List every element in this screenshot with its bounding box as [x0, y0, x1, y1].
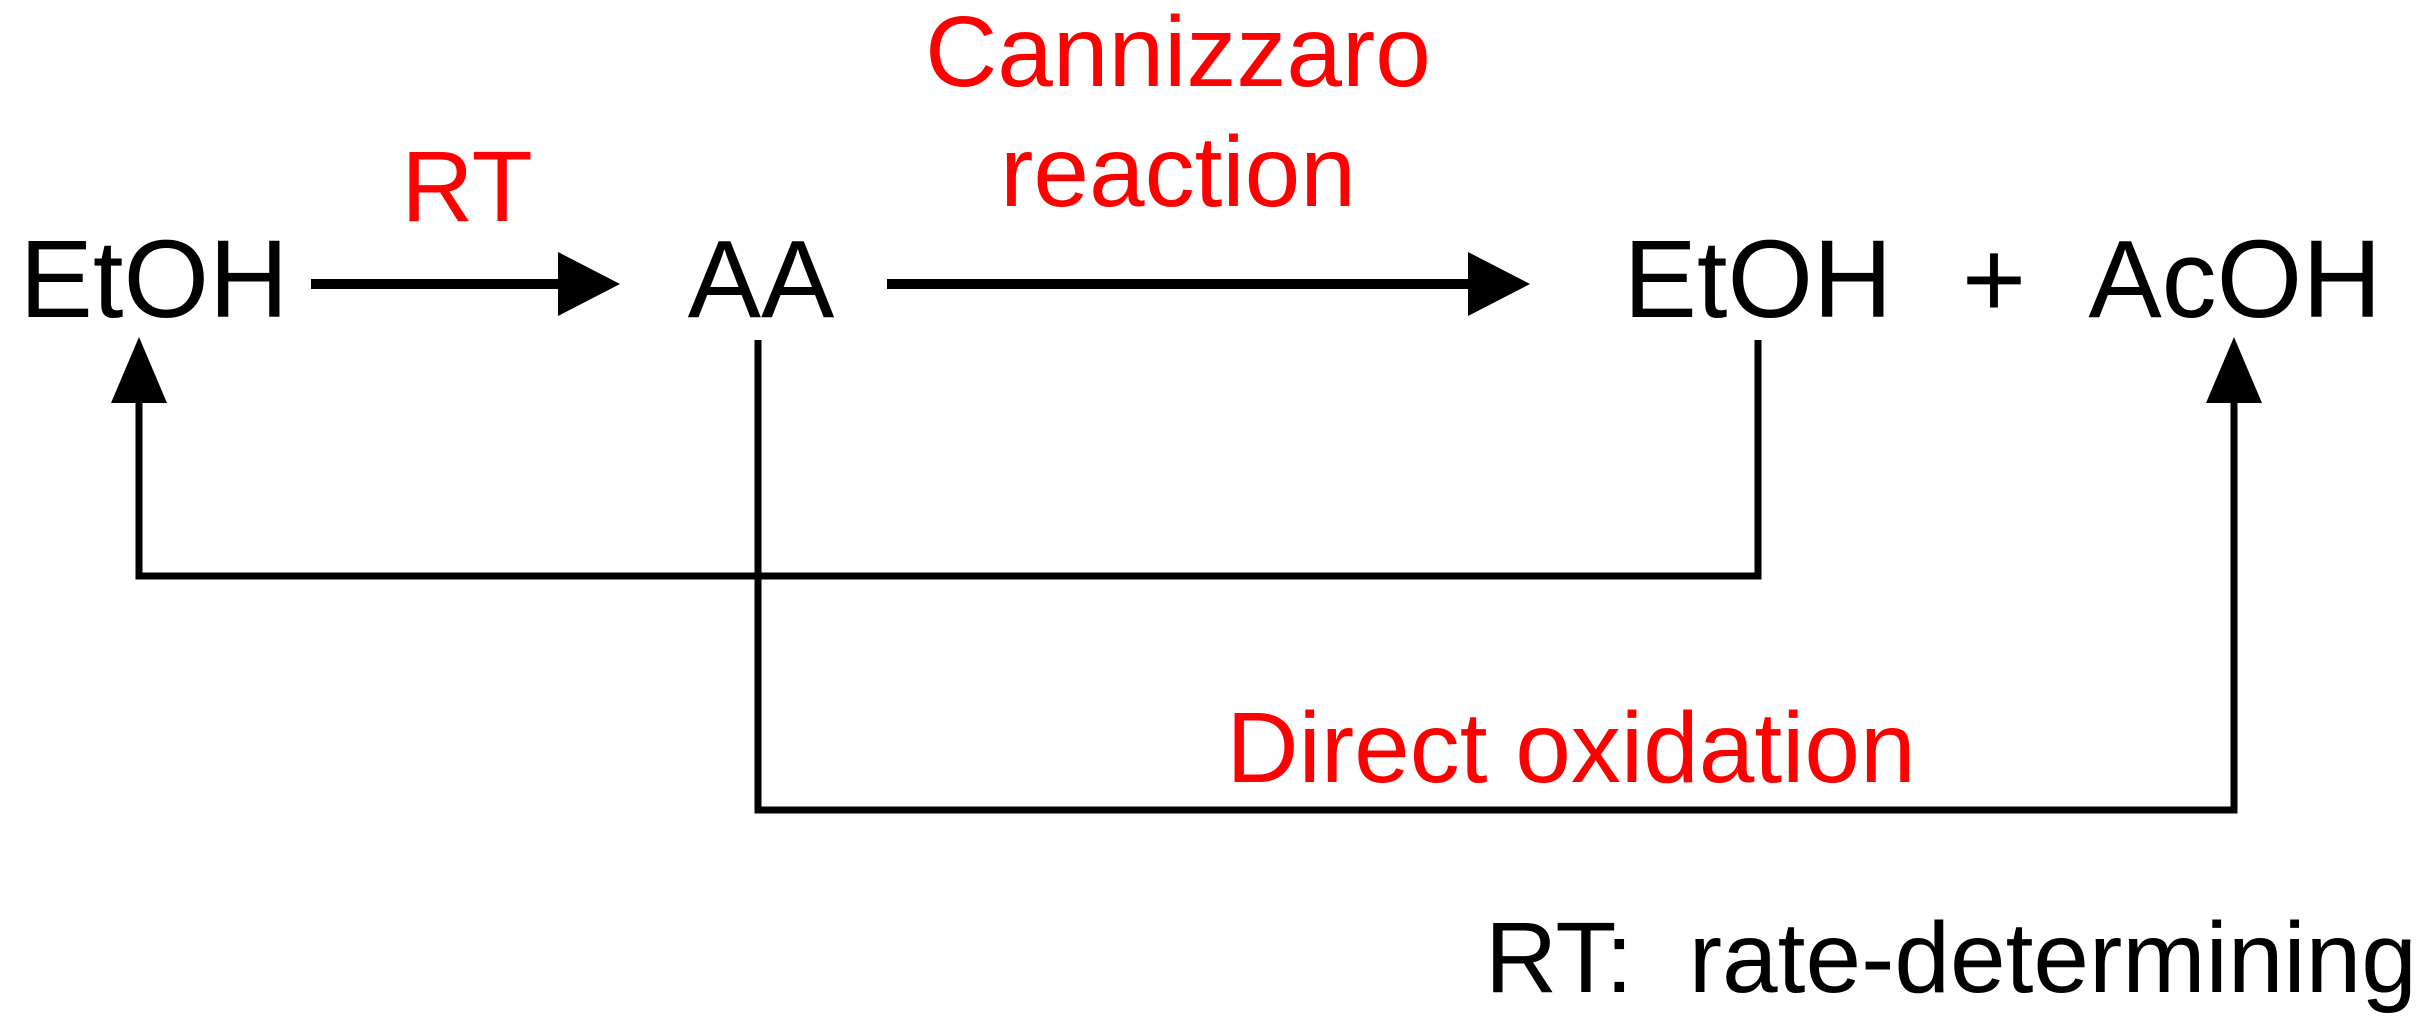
direct-oxidation-loop-arrowhead — [2206, 337, 2262, 403]
forward-arrow-aa-to-products-head — [1468, 252, 1530, 316]
recycle-loop-etoh-arrowhead — [111, 337, 167, 403]
direct-oxidation-label: Direct oxidation — [1226, 692, 1916, 804]
cannizzaro-label-line1: Cannizzaro — [925, 0, 1431, 108]
rt-arrow-label: RT — [401, 131, 533, 243]
cannizzaro-label-line2: reaction — [1000, 116, 1356, 228]
rt-legend-text: RT: rate-determining — [1485, 902, 2417, 1014]
plus-sign: + — [1961, 218, 2027, 341]
forward-arrow-aa-to-products — [887, 252, 1530, 316]
recycle-loop-etoh-path — [135, 340, 1762, 580]
species-aa-intermediate: AA — [687, 218, 835, 341]
species-etoh-reactant: EtOH — [19, 218, 289, 341]
direct-oxidation-loop-path — [754, 340, 2238, 814]
species-acoh-product: AcOH — [2088, 218, 2382, 341]
direct-oxidation-loop-arrow — [754, 337, 2262, 814]
forward-arrow-etoh-to-aa-head — [558, 252, 620, 316]
species-etoh-product: EtOH — [1623, 218, 1893, 341]
forward-arrow-etoh-to-aa — [311, 252, 620, 316]
recycle-loop-etoh-arrow — [111, 337, 1762, 580]
